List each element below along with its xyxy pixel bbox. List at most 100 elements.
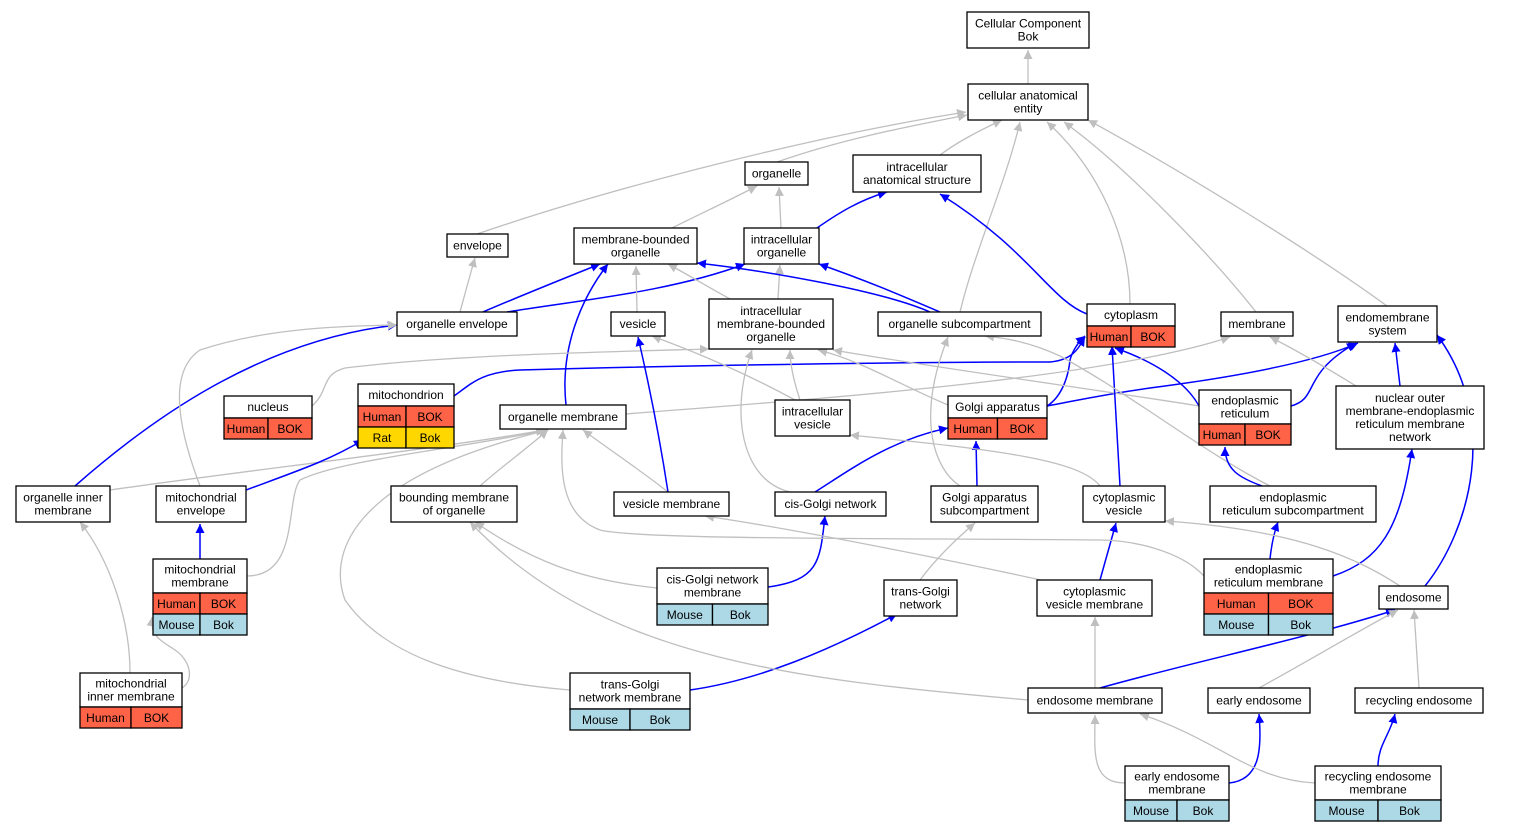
node-em[interactable]: endosome membrane (1027, 687, 1163, 714)
edge-erm-to-om (557, 429, 1205, 577)
gene-label: Bok (730, 608, 752, 622)
node-oe[interactable]: organelle envelope (396, 311, 518, 337)
node-box (1198, 389, 1292, 425)
node-endosome[interactable]: endosome (1378, 585, 1449, 610)
node-organelle[interactable]: organelle (744, 161, 809, 186)
annotation-cell (1377, 799, 1442, 822)
node-label: endoplasmic (1211, 394, 1278, 408)
edge-ee-to-endosome (1258, 609, 1399, 689)
node-box (877, 311, 1042, 337)
node-box (396, 311, 518, 337)
node-vm[interactable]: vesicle membrane (613, 491, 730, 517)
node-label: network (899, 598, 942, 612)
edge-em-to-bmo (469, 521, 1029, 701)
node-label: organelle (752, 167, 802, 181)
node-label: of organelle (423, 504, 486, 518)
node-cgn[interactable]: cis-Golgi network (774, 491, 887, 517)
edge-io-to-ias (816, 190, 888, 229)
edge-imbo-to-mbo (667, 263, 731, 300)
node-nome[interactable]: nuclear outermembrane-endoplasmicreticul… (1335, 385, 1485, 450)
node-label: reticulum membrane (1214, 576, 1324, 590)
gene-label: BOK (1010, 422, 1035, 436)
node-label: organelle (746, 330, 796, 344)
annotation-cell (130, 706, 183, 729)
node-label: Golgi apparatus (942, 491, 1027, 505)
edge-nome-to-ems (1391, 342, 1401, 387)
node-re[interactable]: recycling endosome (1354, 687, 1484, 714)
node-envelope[interactable]: envelope (446, 233, 509, 258)
node-label: network (1389, 430, 1432, 444)
node-label: membrane (1148, 783, 1206, 797)
gene-label: BOK (417, 410, 442, 424)
node-box (610, 311, 666, 337)
node-label: membrane-bounded (581, 233, 689, 247)
species-label: Mouse (1218, 618, 1254, 632)
node-box (774, 491, 887, 517)
edge-cv-to-cytoplasm (1108, 345, 1121, 487)
species-label: Mouse (158, 618, 194, 632)
node-label: bounding membrane (399, 491, 509, 505)
node-membrane[interactable]: membrane (1220, 311, 1294, 337)
edge-gas-to-osub (930, 336, 961, 487)
species-label: Human (363, 410, 402, 424)
node-ee[interactable]: early endosome (1207, 687, 1311, 714)
gene-label: Bok (650, 713, 672, 727)
species-label: Mouse (667, 608, 703, 622)
node-label: anatomical structure (863, 173, 971, 187)
node-box (743, 227, 820, 265)
node-osub[interactable]: organelle subcompartment (877, 311, 1042, 337)
node-box (1335, 385, 1485, 450)
node-label: cytoplasmic (1063, 585, 1126, 599)
node-label: cytoplasm (1104, 308, 1158, 322)
node-box (15, 485, 111, 523)
edge-organelle-to-cae (776, 112, 968, 163)
node-box (569, 672, 691, 710)
node-label: membrane-bounded (717, 317, 825, 331)
node-om[interactable]: organelle membrane (499, 404, 627, 430)
gene-label: Bok (1193, 804, 1215, 818)
node-label: organelle envelope (406, 317, 508, 331)
node-label: entity (1014, 102, 1043, 116)
edge-cgn-to-golgi (814, 425, 949, 493)
node-box (1337, 305, 1438, 343)
gene-label: Bok (1399, 804, 1421, 818)
species-label: Human (1090, 330, 1129, 344)
edge-eem-to-ee (1228, 713, 1265, 784)
gene-label: BOK (1288, 597, 1313, 611)
node-label: membrane (1349, 783, 1407, 797)
node-label: Bok (1018, 30, 1040, 44)
node-vesicle[interactable]: vesicle (610, 311, 666, 337)
node-label: vesicle membrane (1046, 598, 1144, 612)
node-label: vesicle membrane (623, 497, 721, 511)
node-box (708, 298, 834, 350)
